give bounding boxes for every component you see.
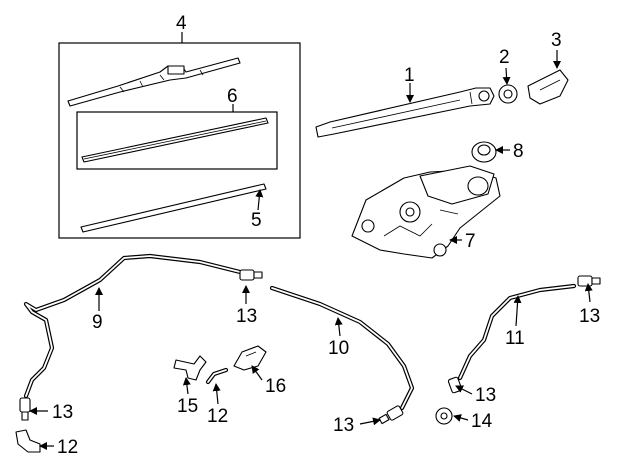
elbow-12-center[interactable] — [205, 367, 229, 385]
connector-13-top[interactable] — [239, 269, 263, 281]
nut-2[interactable] — [498, 84, 518, 104]
callout-13-left: 13 — [52, 402, 73, 423]
callout-10: 10 — [328, 338, 349, 359]
wiper-arm-1[interactable] — [315, 87, 495, 138]
connector-13-bottom[interactable] — [378, 405, 404, 425]
callout-6: 6 — [227, 86, 238, 107]
tee-connector-15[interactable] — [173, 355, 207, 381]
washer-hose-11[interactable] — [457, 283, 577, 381]
callout-4: 4 — [176, 13, 187, 34]
nozzle-16[interactable] — [233, 345, 267, 371]
callout-12-center: 12 — [207, 406, 228, 427]
callout-7: 7 — [465, 231, 476, 252]
cap-3[interactable] — [527, 69, 569, 105]
callout-8: 8 — [513, 141, 524, 162]
blade-refill-5[interactable] — [80, 183, 267, 233]
callout-14: 14 — [471, 411, 493, 432]
blade-insert-box — [76, 111, 278, 170]
wiper-blade-4[interactable] — [67, 57, 241, 107]
connector-13-left[interactable] — [19, 397, 31, 421]
callout-11: 11 — [505, 328, 525, 349]
wiper-motor-7[interactable] — [351, 165, 501, 259]
callout-13-right-lower: 13 — [475, 385, 496, 406]
blade-insert-6[interactable] — [81, 117, 269, 163]
callout-15: 15 — [177, 396, 198, 417]
callout-13-top: 13 — [236, 306, 257, 327]
callout-13-bottom: 13 — [333, 415, 354, 436]
callout-13-right: 13 — [579, 306, 600, 327]
connector-13-right[interactable] — [577, 275, 601, 287]
callout-9: 9 — [92, 312, 103, 333]
grommet-8[interactable] — [471, 141, 497, 163]
washer-hose-10[interactable] — [269, 285, 415, 411]
callout-2: 2 — [499, 47, 510, 68]
callout-3: 3 — [551, 30, 562, 51]
elbow-12-left[interactable] — [15, 429, 41, 453]
leader-lines — [29, 32, 593, 450]
callout-1: 1 — [404, 65, 415, 86]
callout-5: 5 — [251, 210, 262, 231]
clip-14[interactable] — [435, 407, 453, 425]
blade-kit-box — [58, 42, 301, 239]
washer-hose-9[interactable] — [23, 253, 243, 399]
callout-12-left: 12 — [57, 437, 78, 458]
callout-16: 16 — [265, 376, 286, 397]
